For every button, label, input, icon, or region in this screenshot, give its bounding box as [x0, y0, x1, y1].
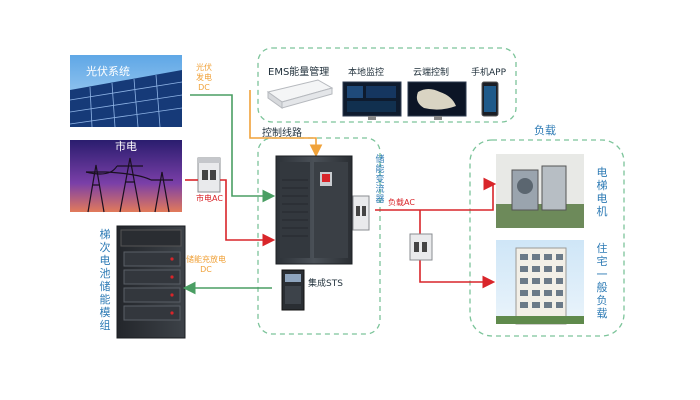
battery-rack-image — [116, 225, 186, 339]
pv-dc-label-line-1: 发电 — [196, 72, 212, 82]
battery-label-char-4: 储 — [100, 279, 111, 293]
ems-title: EMS能量管理 — [268, 65, 329, 78]
local-monitor-image — [342, 81, 402, 120]
pv-panel-image — [69, 55, 183, 128]
cloud-control-image — [407, 81, 467, 120]
load-ac-label: 负载AC — [388, 197, 415, 207]
battery-label-char-6: 模 — [100, 306, 111, 319]
battery-label-char-3: 池 — [100, 267, 111, 280]
center-group-frame — [257, 137, 381, 335]
pv-dc-label-line-2: DC — [198, 83, 210, 92]
battery-dc-label-line-1: DC — [200, 265, 212, 274]
residential-label-char-5: 载 — [597, 307, 608, 320]
battery-label-char-0: 梯 — [100, 228, 111, 241]
residential-label-char-2: 一 — [597, 268, 608, 281]
elevator-label-char-3: 机 — [597, 204, 608, 218]
mobile-app-image — [481, 81, 499, 117]
grid-pylon-image — [70, 140, 182, 213]
grid-breaker-image — [197, 157, 221, 193]
grid-ac-line — [220, 179, 276, 247]
battery-label-char-1: 次 — [100, 240, 111, 254]
grid-ac-label: 市电AC — [196, 193, 223, 203]
pcs-label-char-3: 流 — [375, 183, 384, 195]
grid-label: 市电 — [115, 139, 137, 153]
residential-label-char-1: 宅 — [597, 254, 608, 268]
residential-label-char-3: 般 — [597, 281, 608, 294]
sts-label: 集成STS — [308, 277, 343, 289]
sts-unit-image — [281, 269, 305, 311]
control-line-label: 控制线路 — [262, 126, 302, 139]
load-ac-line-main — [375, 184, 494, 211]
load-ac-residential-line — [419, 258, 496, 289]
pv-system-label: 光伏系统 — [86, 64, 130, 78]
elevator-label-char-0: 电 — [597, 166, 608, 179]
battery-label-char-5: 能 — [100, 292, 111, 306]
load-title: 负载 — [534, 123, 556, 137]
pcs-label-char-0: 储 — [375, 153, 384, 165]
pv-dc-label-line-0: 光伏 — [196, 62, 212, 72]
pcs-label-char-4: 器 — [375, 194, 384, 205]
elevator-label-char-1: 梯 — [597, 179, 608, 192]
local-monitor-label: 本地监控 — [348, 66, 384, 78]
pcs-breaker-image — [352, 195, 370, 231]
pcs-cabinet-image — [275, 155, 353, 265]
residential-building-image — [496, 240, 584, 325]
cloud-control-label: 云端控制 — [413, 66, 449, 78]
load-breaker-image — [409, 233, 433, 261]
ems-device-image — [266, 79, 334, 109]
elevator-motor-image — [496, 154, 584, 228]
ems-group-frame — [257, 47, 517, 123]
battery-dc-label-line-0: 储能充放电 — [186, 254, 226, 264]
residential-label-char-0: 住 — [597, 241, 608, 255]
battery-label-char-7: 组 — [100, 318, 111, 332]
load-group-frame — [469, 139, 625, 337]
battery-label-char-2: 电 — [100, 254, 111, 267]
pcs-label-char-2: 变 — [375, 173, 384, 185]
mobile-app-label: 手机APP — [471, 66, 507, 78]
pcs-label-char-1: 能 — [375, 163, 384, 175]
pv-dc-line — [190, 94, 276, 203]
control-line — [249, 90, 323, 158]
elevator-label-char-2: 电 — [597, 192, 608, 205]
residential-label-char-4: 负 — [597, 293, 608, 307]
